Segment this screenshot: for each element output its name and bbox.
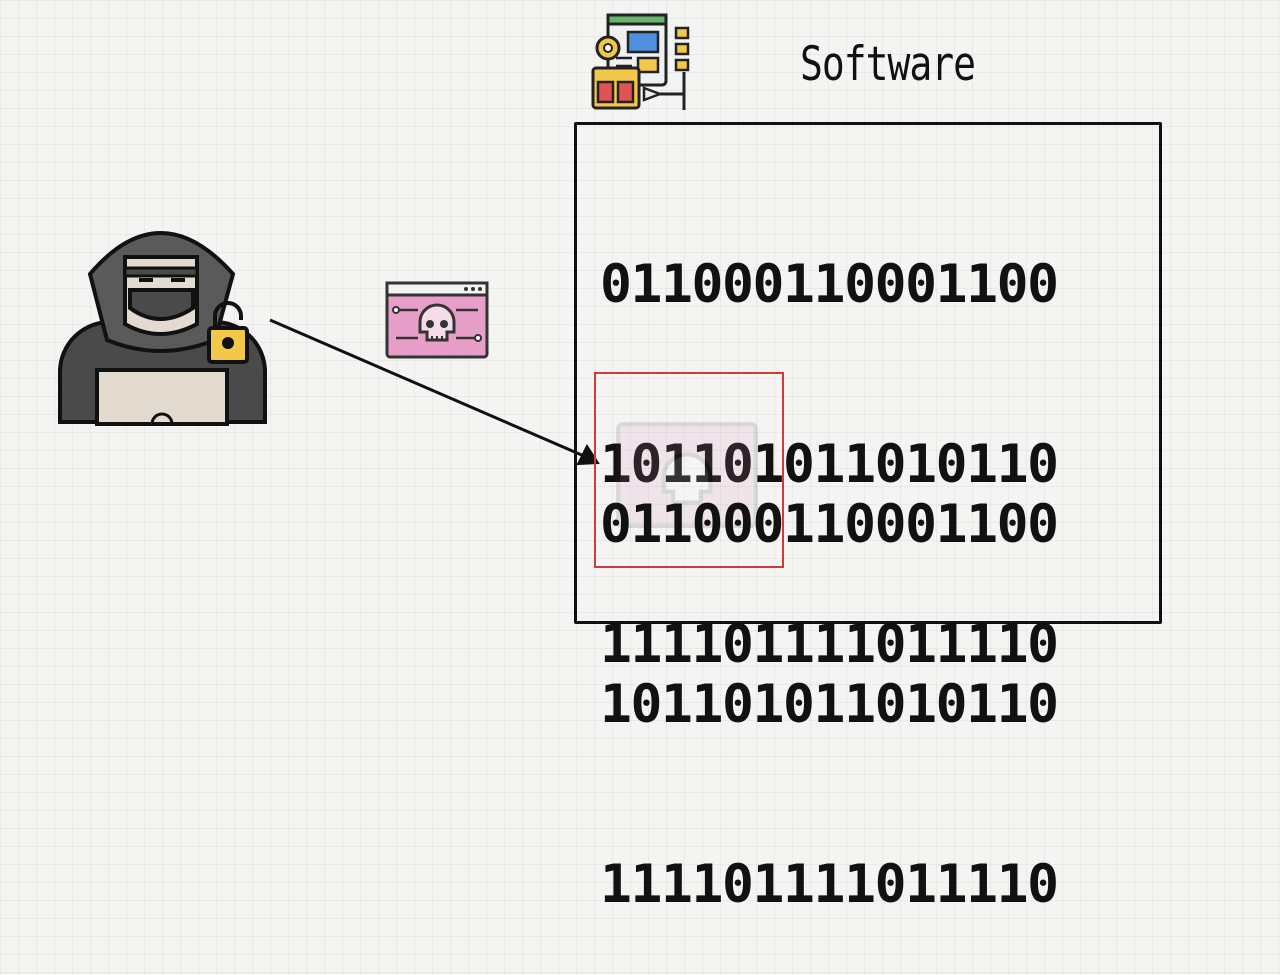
code-line: 111101111011110: [600, 614, 1059, 675]
code-line: 011000110001100: [600, 254, 1059, 315]
infected-code-highlight: [594, 372, 784, 568]
software-window-gear-icon: [591, 13, 690, 110]
software-code-box: [574, 122, 1162, 624]
software-title: Software: [800, 36, 976, 91]
attack-arrow: [269, 318, 600, 466]
padlock-icon: [207, 301, 249, 364]
code-line: 101101011010110: [600, 674, 1059, 735]
malware-skull-window-icon: [385, 281, 489, 359]
hacker-with-laptop-icon: [58, 231, 267, 426]
injected-malware-ghost-icon: [616, 422, 758, 528]
code-line: 111101111011110: [600, 854, 1059, 915]
binary-code-top: 011000110001100 101101011010110 11110111…: [600, 135, 1059, 735]
code-line: 101101011010110: [600, 434, 1059, 495]
code-line: 011000110001100: [600, 494, 1059, 555]
